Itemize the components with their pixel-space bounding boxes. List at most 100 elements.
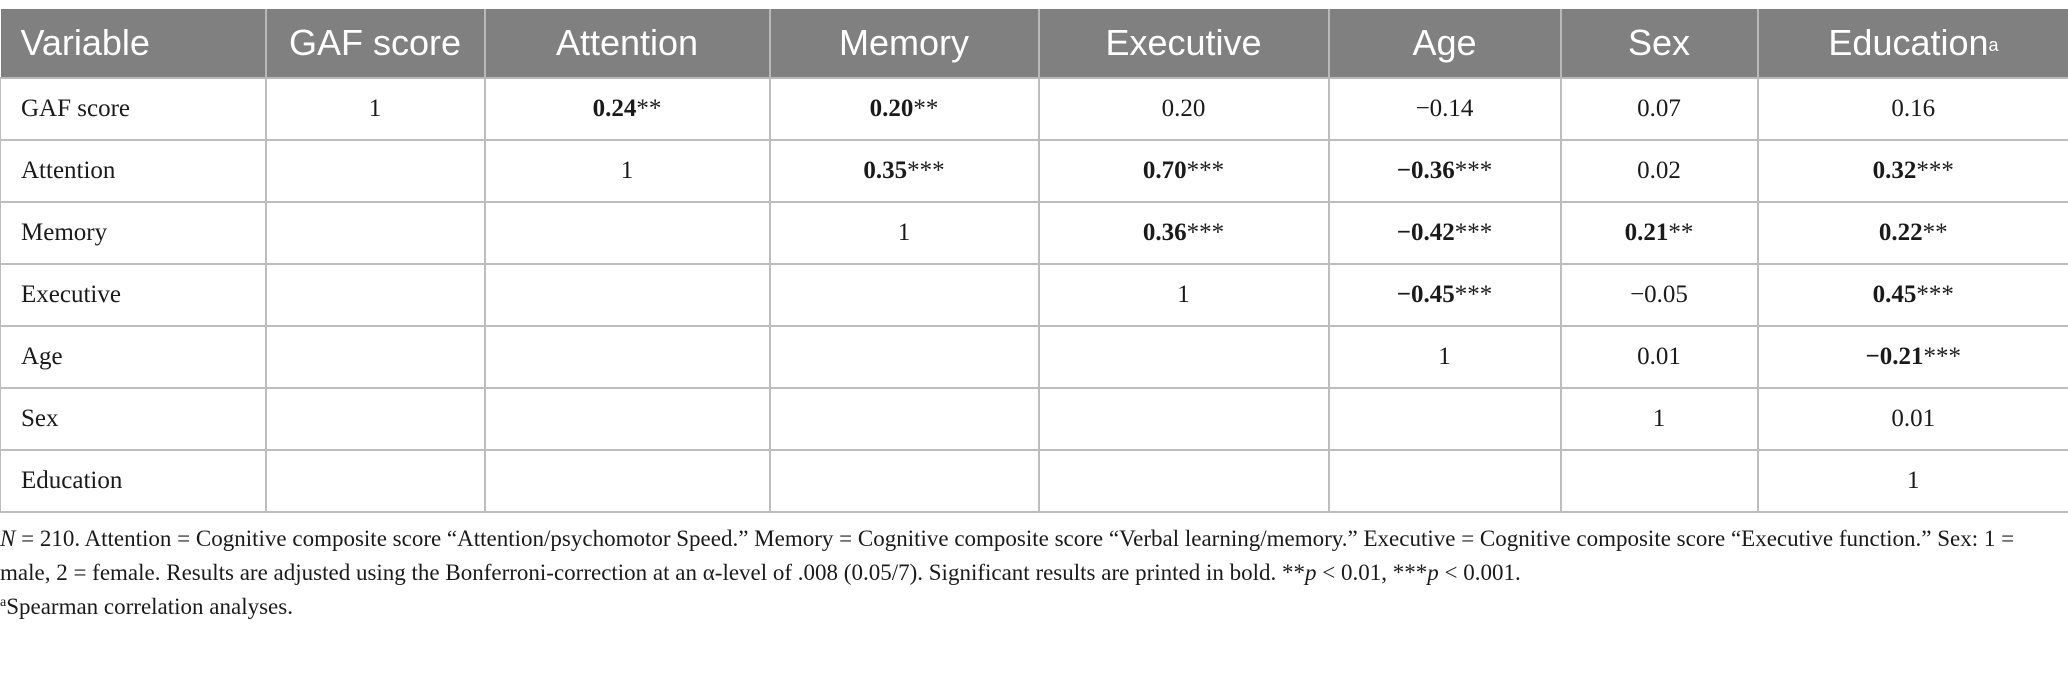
table-cell: 0.02 xyxy=(1559,139,1759,203)
table-cell xyxy=(483,263,771,327)
note-footnote: aSpearman correlation analyses. xyxy=(0,590,2048,628)
table-cell xyxy=(483,201,771,265)
table-cell: 1 xyxy=(264,77,486,141)
header-education: Educationa xyxy=(1756,9,2068,79)
cell-value: −0.45 xyxy=(1396,281,1455,308)
significance-stars: ** xyxy=(913,95,939,122)
cell-value: 0.32 xyxy=(1872,157,1917,184)
cell-value: 0.36 xyxy=(1142,219,1187,246)
header-education-superscript: a xyxy=(1988,35,1999,55)
table-cell: 1 xyxy=(768,201,1040,265)
table-cell: 1 xyxy=(1327,325,1562,389)
header-executive: Executive xyxy=(1037,9,1330,79)
header-attention: Attention xyxy=(483,9,771,79)
row-label: Education xyxy=(0,449,267,513)
header-variable: Variable xyxy=(0,9,267,79)
table-cell xyxy=(1037,449,1330,513)
table-cell: 1 xyxy=(1559,387,1759,451)
cell-value: 0.24 xyxy=(592,95,637,122)
cell-value: 0.20 xyxy=(869,95,914,122)
table-cell xyxy=(264,201,486,265)
table-cell xyxy=(264,139,486,203)
table-cell xyxy=(1037,325,1330,389)
table-cell: 1 xyxy=(483,139,771,203)
note-p1-text: < 0.01, *** xyxy=(1316,560,1428,585)
note-p2-text: < 0.001. xyxy=(1438,560,1521,585)
row-label: Age xyxy=(0,325,267,389)
significance-stars: *** xyxy=(1454,219,1493,246)
table-cell: 1 xyxy=(1037,263,1330,327)
row-label: Memory xyxy=(0,201,267,265)
header-gaf-score: GAF score xyxy=(264,9,486,79)
table-cell xyxy=(1327,387,1562,451)
table-cell xyxy=(483,449,771,513)
note-main: N = 210. Attention = Cognitive composite… xyxy=(0,522,2048,590)
table-cell xyxy=(768,263,1040,327)
row-label: Executive xyxy=(0,263,267,327)
table-cell: −0.05 xyxy=(1559,263,1759,327)
table-cell xyxy=(483,325,771,389)
cell-value: −0.36 xyxy=(1396,157,1455,184)
table-notes: N = 210. Attention = Cognitive composite… xyxy=(0,522,2048,628)
table-cell: 0.32*** xyxy=(1756,139,2068,203)
cell-value: 0.70 xyxy=(1142,157,1187,184)
row-label: Attention xyxy=(0,139,267,203)
table-cell: 0.36*** xyxy=(1037,201,1330,265)
significance-stars: *** xyxy=(1454,281,1493,308)
significance-stars: *** xyxy=(1916,281,1954,308)
note-n-italic: N xyxy=(0,526,16,551)
table-cell: 0.70*** xyxy=(1037,139,1330,203)
note-main-text: = 210. Attention = Cognitive composite s… xyxy=(0,526,2015,585)
table-cell: 0.16 xyxy=(1756,77,2068,141)
table-cell: 0.45*** xyxy=(1756,263,2068,327)
table-cell xyxy=(1559,449,1759,513)
table-cell: −0.14 xyxy=(1327,77,1562,141)
significance-stars: *** xyxy=(907,157,945,184)
cell-value: 0.45 xyxy=(1872,281,1917,308)
note-p1-italic: p xyxy=(1305,560,1317,585)
footnote-mark: a xyxy=(0,595,7,610)
significance-stars: ** xyxy=(636,95,662,122)
table-cell: 0.07 xyxy=(1559,77,1759,141)
significance-stars: *** xyxy=(1454,157,1493,184)
note-p2-italic: p xyxy=(1427,560,1439,585)
significance-stars: *** xyxy=(1923,343,1962,370)
cell-value: −0.42 xyxy=(1396,219,1455,246)
table-cell: 0.35*** xyxy=(768,139,1040,203)
table-cell: 0.01 xyxy=(1756,387,2068,451)
significance-stars: *** xyxy=(1186,219,1225,246)
significance-stars: ** xyxy=(1922,219,1948,246)
table-cell xyxy=(264,325,486,389)
header-age: Age xyxy=(1327,9,1562,79)
footnote-text: Spearman correlation analyses. xyxy=(6,594,293,619)
significance-stars: *** xyxy=(1186,157,1225,184)
header-education-label: Education xyxy=(1828,22,1989,63)
significance-stars: *** xyxy=(1916,157,1954,184)
table-cell xyxy=(264,449,486,513)
header-row: Variable GAF score Attention Memory Exec… xyxy=(0,9,2068,79)
cell-value: −0.21 xyxy=(1865,343,1924,370)
table-cell xyxy=(1327,449,1562,513)
table-cell: −0.45*** xyxy=(1327,263,1562,327)
table-cell: −0.21*** xyxy=(1756,325,2068,389)
table-cell xyxy=(768,449,1040,513)
cell-value: 0.21 xyxy=(1624,219,1669,246)
table-cell xyxy=(1037,387,1330,451)
table-cell: 0.01 xyxy=(1559,325,1759,389)
table-cell: 0.20 xyxy=(1037,77,1330,141)
table-cell xyxy=(768,325,1040,389)
table-cell xyxy=(483,387,771,451)
header-memory: Memory xyxy=(768,9,1040,79)
table-cell: 0.24** xyxy=(483,77,771,141)
significance-stars: ** xyxy=(1668,219,1694,246)
cell-value: 0.22 xyxy=(1878,219,1923,246)
correlation-table: Variable GAF score Attention Memory Exec… xyxy=(0,9,2068,513)
table-cell: −0.36*** xyxy=(1327,139,1562,203)
